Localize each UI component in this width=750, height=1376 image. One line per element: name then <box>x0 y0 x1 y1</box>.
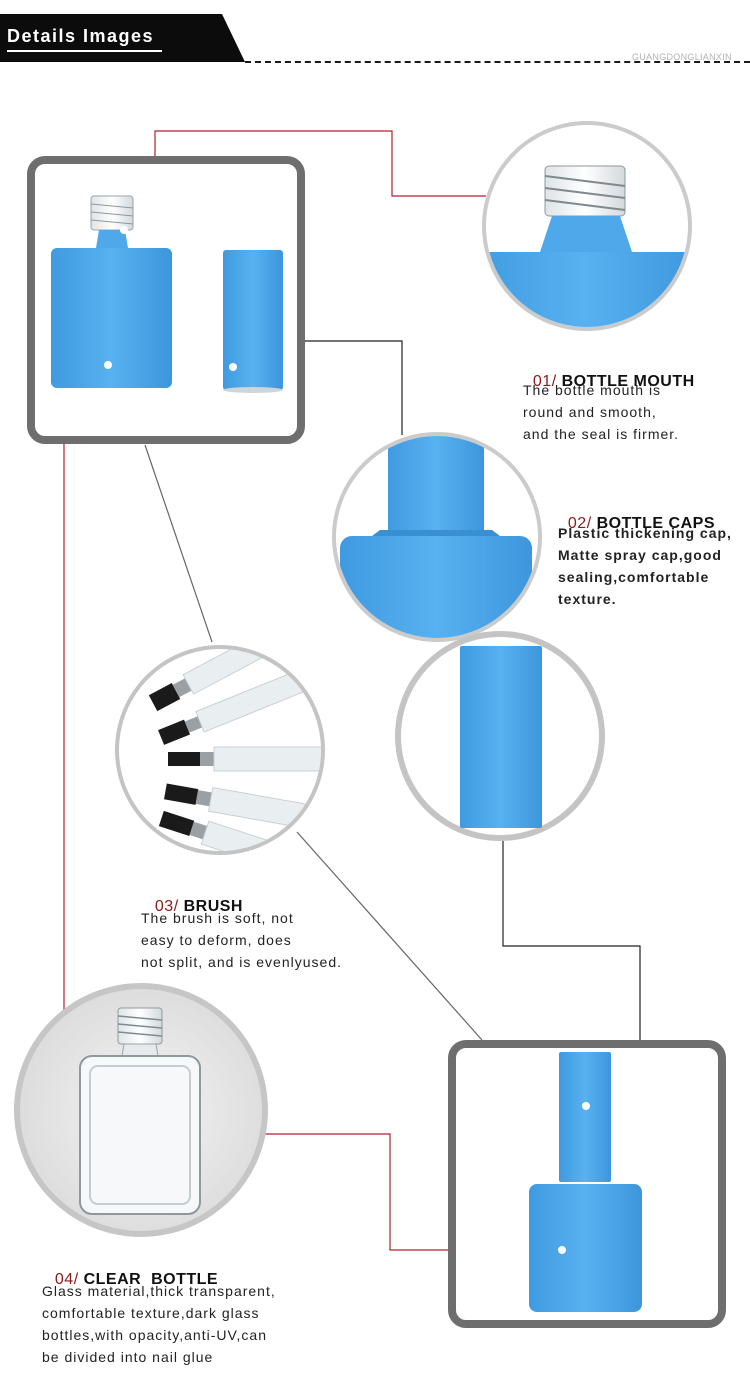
connector-brush-bottom <box>296 831 483 1041</box>
connector-bottle <box>63 364 108 1010</box>
brush-closeup <box>119 649 321 851</box>
brand-watermark: GUANGDONGLIANXIN <box>632 52 732 62</box>
title-underline <box>7 50 162 52</box>
header-divider <box>245 61 750 63</box>
marker-dot <box>120 226 128 234</box>
mouth-closeup <box>486 125 688 327</box>
connector-brush-top <box>144 444 213 643</box>
bottle-with-cap-apart <box>51 195 283 393</box>
marker-dot <box>229 363 237 371</box>
marker-dot <box>104 361 112 369</box>
section-desc-brush: The brush is soft, not easy to deform, d… <box>141 910 342 970</box>
cap-closeup <box>336 436 538 638</box>
clear-bottle-closeup <box>20 989 262 1231</box>
section-desc-caps: Plastic thickening cap, Matte spray cap,… <box>558 525 732 607</box>
marker-dot <box>558 1246 566 1254</box>
section-heading-caps: 02/ BOTTLE CAPS <box>567 515 715 532</box>
cap-only <box>460 646 542 828</box>
section-desc-mouth: The bottle mouth is round and smooth, an… <box>523 382 680 442</box>
assembled-bottle <box>529 1052 642 1312</box>
section-desc-clear-bottle: Glass material,thick transparent, comfor… <box>42 1283 276 1365</box>
section-heading-clear-bottle: 04/ CLEAR BOTTLE <box>54 1271 219 1288</box>
page-title: Details Images <box>7 26 155 46</box>
section-heading-brush: 03/ BRUSH <box>154 898 243 915</box>
section-heading-mouth: 01/ BOTTLE MOUTH <box>532 373 695 390</box>
marker-dot <box>582 1102 590 1110</box>
header-tab <box>0 14 245 62</box>
